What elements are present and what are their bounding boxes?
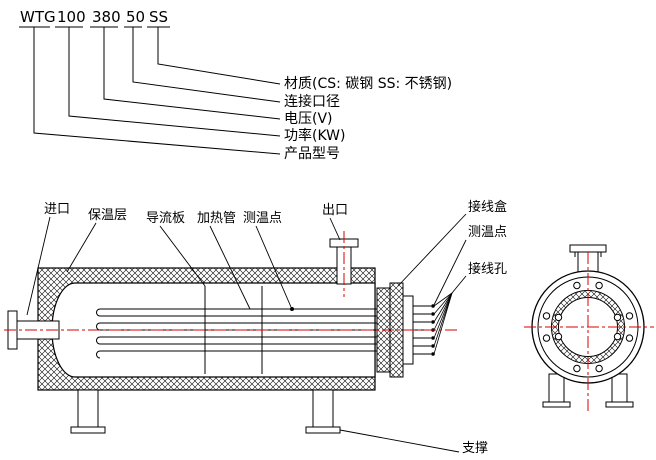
end-support-base [605,401,634,408]
model-designation: WTG 100 380 50 SS 材质(CS: 碳钢 SS: 不锈钢) 连接口… [19,8,452,162]
leader-wiring-hole [451,275,467,294]
temp-measure-dot-top [290,307,294,311]
pin-fan-lines [433,292,453,355]
callout-leaders [33,27,281,155]
fan-line [433,292,453,307]
bolt-hole [554,313,563,322]
label-outlet: 出口 [322,203,348,218]
label-baffle: 导流板 [146,211,185,226]
leader-temp-point-right [433,239,467,306]
pin-dot [431,320,435,324]
end-nozzle-flange [569,244,607,253]
leader-temp-point [255,225,292,308]
leader-power [68,27,281,137]
model-part-power: 100 [57,8,86,26]
callout-power: 功率(KW) [284,127,345,144]
end-support-leg [611,373,628,403]
leader-insulation [66,222,97,273]
fan-line [433,292,453,315]
leader-baffle [159,225,206,287]
bolt-holes [542,281,634,373]
label-insulation-layer: 保温层 [88,208,127,223]
bolt-hole [542,312,551,320]
callout-port: 连接口径 [284,93,340,110]
label-support: 支撑 [462,441,488,456]
leader-material [157,27,281,85]
pin-dot [431,336,435,340]
tube-u-bend [96,350,101,359]
bolt-hole [595,281,603,290]
label-inlet: 进口 [44,202,70,217]
model-part-voltage: 380 [92,8,121,26]
model-part-series: WTG [20,8,56,26]
bolt-hole [554,332,563,341]
bolt-hole [573,281,581,290]
fan-line [433,292,453,331]
support-leg-right [312,389,334,428]
end-support-base [542,401,571,408]
leader-port [132,27,281,103]
callout-model: 产品型号 [284,146,340,162]
support-leg-left [77,389,99,428]
callout-voltage: 电压(V) [284,111,333,127]
label-leaders [26,213,467,453]
pin-dot [431,312,435,316]
bolt-hole [613,313,622,322]
label-junction-box: 接线盒 [468,199,507,215]
callout-material: 材质(CS: 碳钢 SS: 不锈钢) [284,76,452,92]
model-part-port: 50 [126,8,145,26]
leader-model [33,27,281,155]
bolt-hole [613,332,622,341]
tube-u-bend [96,336,101,345]
label-heating-tube: 加热管 [197,211,236,226]
support-base-right [305,426,341,434]
model-part-material: SS [149,8,168,26]
pin-dot [431,304,435,308]
end-support-leg [548,373,565,403]
leader-junction-box [397,213,467,287]
leader-voltage [103,27,281,120]
bolt-hole [573,364,581,373]
fan-line [433,292,453,355]
bolt-hole [595,364,603,373]
terminal-pins [413,292,453,356]
leader-outlet [329,217,341,241]
fan-line [433,292,453,339]
leader-heating-tube [209,225,251,310]
bolt-hole [542,334,551,342]
label-temp-point: 测温点 [243,211,282,226]
bolt-hole [625,334,634,342]
tube-u-bend [96,308,101,317]
end-view [524,244,654,414]
support-base-left [70,426,106,434]
inlet-pipe [16,320,60,340]
leader-inlet [26,216,51,316]
leader-support [339,429,460,453]
label-temp-point-right: 测温点 [468,225,507,240]
main-side-view: 进口 保温层 导流板 加热管 测温点 出口 接线盒 测温点 接线孔 支撑 [4,199,507,456]
bolt-hole [625,312,634,320]
fan-line [433,292,453,323]
label-wiring-hole: 接线孔 [468,261,507,277]
